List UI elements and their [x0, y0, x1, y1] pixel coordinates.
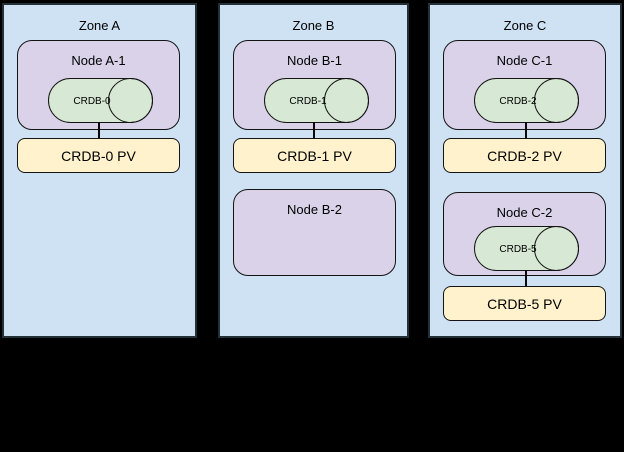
- node-b-1-label: Node B-1: [287, 53, 342, 68]
- node-a-1: Node A-1 CRDB-0: [17, 40, 180, 130]
- zone-b-label: Zone B: [292, 18, 335, 33]
- node-a-1-label: Node A-1: [71, 53, 126, 68]
- crdb-0-label: CRDB-0: [73, 96, 111, 107]
- node-c-2-label: Node C-2: [496, 205, 553, 220]
- database-cylinder-crdb-1: CRDB-1: [264, 78, 369, 123]
- database-cylinder-crdb-5: CRDB-5: [474, 226, 579, 271]
- node-b-2: Node B-2: [233, 189, 396, 276]
- node-c-2: Node C-2 CRDB-5: [443, 192, 606, 276]
- node-c-1-label: Node C-1: [496, 53, 553, 68]
- connector-crdb-0-to-pv: [98, 122, 100, 138]
- node-b-1: Node B-1 CRDB-1: [233, 40, 396, 130]
- database-cylinder-crdb-0: CRDB-0: [48, 78, 153, 123]
- crdb-2-label: CRDB-2: [499, 96, 537, 107]
- zone-c-label: Zone C: [503, 18, 547, 33]
- node-b-2-label: Node B-2: [287, 202, 342, 217]
- connector-crdb-5-to-pv: [525, 270, 527, 286]
- connector-crdb-1-to-pv: [313, 122, 315, 138]
- zone-c: Zone C Node C-1 CRDB-2 CRDB-2 PV Node C-…: [428, 3, 622, 338]
- crdb-1-label: CRDB-1: [289, 96, 327, 107]
- crdb-5-label: CRDB-5: [499, 244, 537, 255]
- connector-crdb-2-to-pv: [525, 122, 527, 138]
- pv-crdb-2: CRDB-2 PV: [443, 138, 606, 173]
- pv-crdb-5: CRDB-5 PV: [443, 286, 606, 321]
- node-c-1: Node C-1 CRDB-2: [443, 40, 606, 130]
- zone-a: Zone A Node A-1 CRDB-0 CRDB-0 PV: [2, 3, 197, 338]
- pv-crdb-0: CRDB-0 PV: [17, 138, 180, 173]
- zone-a-label: Zone A: [78, 18, 121, 33]
- zone-b: Zone B Node B-1 CRDB-1 CRDB-1 PV Node B-…: [218, 3, 409, 338]
- pv-crdb-1: CRDB-1 PV: [233, 138, 396, 173]
- database-cylinder-crdb-2: CRDB-2: [474, 78, 579, 123]
